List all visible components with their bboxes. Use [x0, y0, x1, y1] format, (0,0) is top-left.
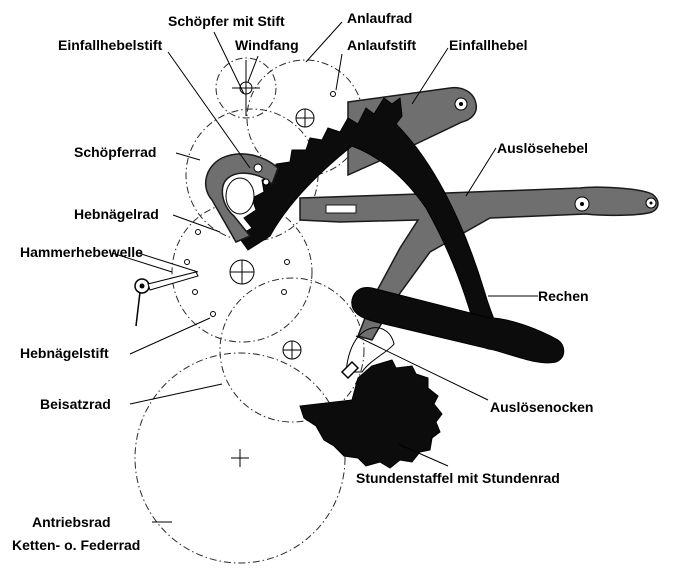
- label-windfang: Windfang: [235, 37, 299, 53]
- rechen-pivot: [476, 318, 508, 350]
- ausloesehebel-slot: [325, 204, 357, 214]
- label-anlaufstift: Anlaufstift: [347, 37, 417, 53]
- label-hebnaegelstift: Hebnägelstift: [20, 345, 109, 361]
- label-einfallhebel: Einfallhebel: [449, 37, 528, 53]
- hammerhebewelle: [134, 271, 199, 327]
- leader-lines: [111, 21, 538, 523]
- schoepfer-cutout: [225, 177, 255, 215]
- label-einfallhebelstift: Einfallhebelstift: [58, 37, 163, 53]
- label-schoepfer-mit-stift: Schöpfer mit Stift: [168, 13, 285, 29]
- rechen-arm: [351, 287, 565, 364]
- label-anlaufrad: Anlaufrad: [347, 10, 412, 26]
- label-antriebsrad: Antriebsrad: [32, 514, 111, 530]
- einfallhebel-stift: [262, 178, 270, 186]
- windfang-wheel: [215, 57, 277, 119]
- beisatzrad-wheel: [219, 277, 365, 423]
- label-ausloesenocken: Auslösenocken: [490, 399, 593, 415]
- label-ketten-federrad: Ketten- o. Federrad: [12, 537, 140, 553]
- label-stundenstaffel: Stundenstaffel mit Stundenrad: [356, 470, 560, 486]
- label-hebnaegelrad: Hebnägelrad: [74, 206, 159, 222]
- labels: Schöpfer mit Stift Anlaufrad Einfallhebe…: [12, 10, 593, 553]
- stundenstaffel: [299, 359, 443, 469]
- ausloese-hook: [340, 360, 360, 380]
- label-ausloesehebel: Auslösehebel: [497, 140, 588, 156]
- label-hammerhebewelle: Hammerhebewelle: [20, 244, 143, 260]
- ausloesenocken-cam: [345, 327, 395, 373]
- rechen-rack: [237, 97, 499, 341]
- antriebsrad-wheel: [134, 352, 346, 564]
- label-rechen: Rechen: [538, 288, 589, 304]
- schoepfer: [204, 153, 279, 243]
- schoepfer-stift: [253, 163, 263, 173]
- label-schoepferrad: Schöpferrad: [74, 144, 156, 160]
- label-beisatzrad: Beisatzrad: [40, 396, 111, 412]
